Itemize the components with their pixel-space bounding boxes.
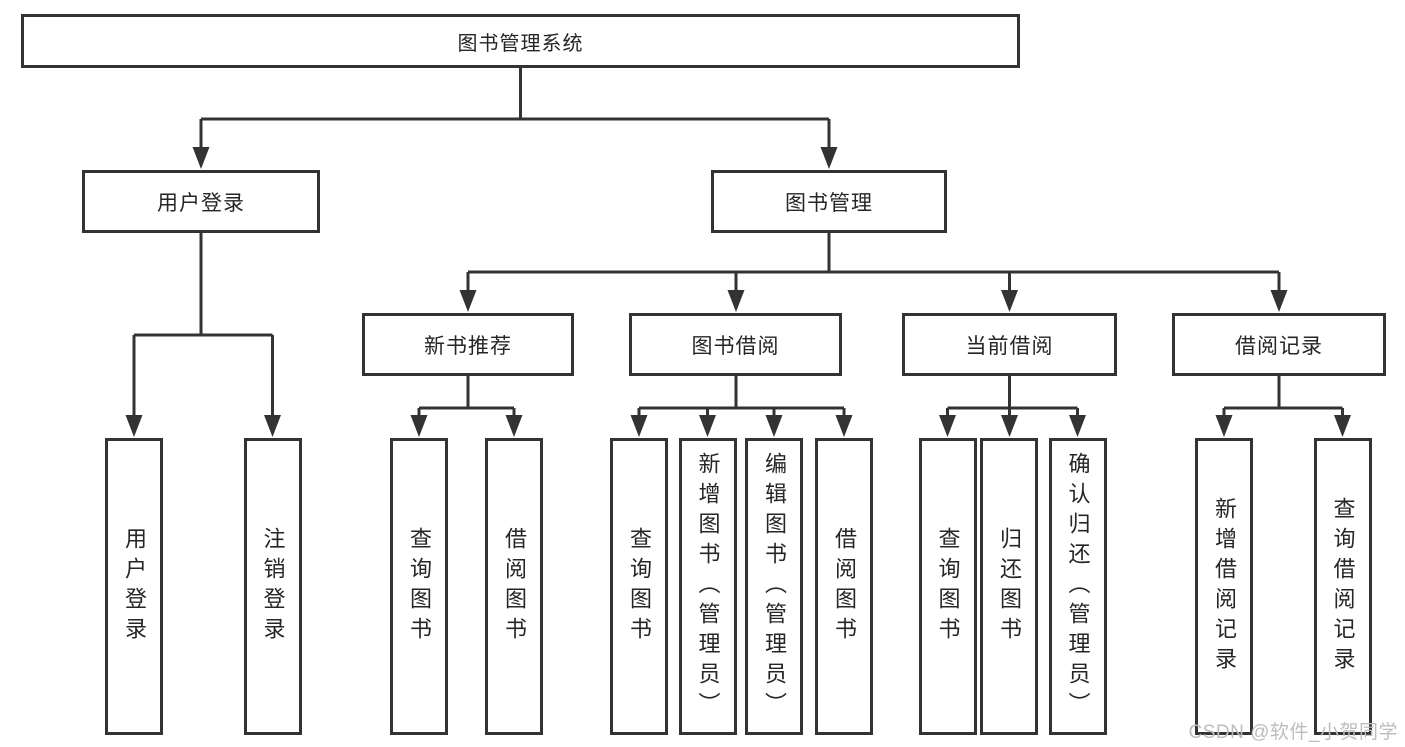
node-borrow-books: 借阅图书 xyxy=(815,438,873,735)
node-recommend-query-books: 查询图书 xyxy=(390,438,448,735)
node-query-borrow-record: 查询借阅记录 xyxy=(1313,438,1372,735)
branch-book-management xyxy=(459,233,1288,312)
node-current-borrowing: 当前借阅 xyxy=(902,313,1117,376)
node-borrowing-query-books: 查询图书 xyxy=(610,438,668,735)
node-user-login: 用户登录 xyxy=(82,170,320,233)
node-current-query-books: 查询图书 xyxy=(918,438,977,735)
node-logout: 注销登录 xyxy=(243,438,302,735)
node-new-book-recommend: 新书推荐 xyxy=(362,313,574,376)
node-return-books: 归还图书 xyxy=(980,438,1038,735)
branch-current-borrowing xyxy=(939,376,1086,437)
node-user-login-leaf: 用户登录 xyxy=(105,438,163,735)
node-add-borrow-record: 新增借阅记录 xyxy=(1195,438,1253,735)
watermark: CSDN @软件_小贺同学 xyxy=(1188,722,1398,743)
node-add-books-admin: 新增图书（管理员） xyxy=(678,438,737,735)
node-library-system: 图书管理系统 xyxy=(21,14,1020,68)
branch-borrowing-records xyxy=(1215,376,1351,437)
branch-root xyxy=(192,68,838,169)
branch-book-borrowing xyxy=(630,376,853,437)
node-confirm-return-admin: 确认归还（管理员） xyxy=(1048,438,1107,735)
node-borrowing-records: 借阅记录 xyxy=(1172,313,1386,376)
branch-user-login xyxy=(125,233,281,437)
node-edit-books-admin: 编辑图书（管理员） xyxy=(745,438,803,735)
branch-new-book-recommend xyxy=(410,376,523,437)
node-book-management: 图书管理 xyxy=(711,170,947,233)
node-recommend-borrow-books: 借阅图书 xyxy=(485,438,543,735)
node-book-borrowing: 图书借阅 xyxy=(629,313,842,376)
